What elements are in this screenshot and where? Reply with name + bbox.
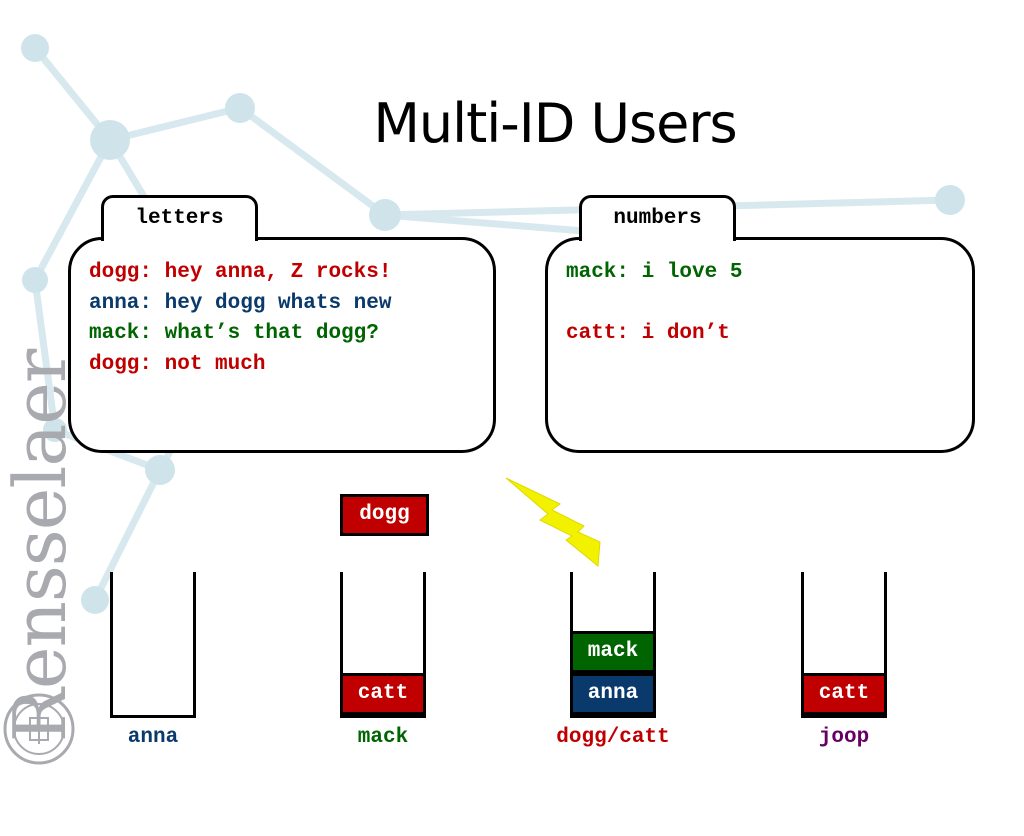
numbers-chat-log: mack: i love 5 catt: i don’t — [566, 258, 742, 350]
stack-block: catt — [340, 673, 426, 715]
stack-block: anna — [570, 673, 656, 715]
slide-title: Multi-ID Users — [373, 92, 737, 155]
numbers-chat-line — [566, 289, 742, 320]
stack-cup-anna — [110, 572, 196, 718]
letters-chat-log: dogg: hey anna, Z rocks! anna: hey dogg w… — [89, 258, 391, 380]
stack-caption-joop: joop — [818, 726, 870, 749]
stack-cup-joop — [801, 572, 887, 718]
letters-chat-line: dogg: hey anna, Z rocks! — [89, 261, 392, 284]
lightning-bolt-icon — [505, 477, 601, 567]
stack-caption-anna: anna — [127, 726, 179, 749]
institute-seal-icon — [3, 693, 75, 765]
numbers-chat-line: catt: i don’t — [566, 322, 730, 345]
letters-chat-line: anna: hey dogg whats new — [89, 291, 392, 315]
stack-cup-mack — [340, 572, 426, 718]
stack-block: mack — [570, 631, 656, 673]
letters-chat-line: mack: what’s that dogg? — [89, 322, 379, 345]
numbers-chat-line: mack: i love 5 — [566, 261, 743, 284]
stack-caption-dogg-catt: dogg/catt — [556, 726, 670, 749]
stack-block: catt — [801, 673, 887, 715]
letters-chat-line: dogg: not much — [89, 352, 266, 376]
stack-caption-mack: mack — [357, 726, 409, 749]
tab-letters: letters — [101, 195, 258, 241]
letters-chat-panel: dogg: hey anna, Z rocks! anna: hey dogg w… — [68, 237, 496, 453]
floating-block-dogg: dogg — [340, 494, 429, 536]
numbers-chat-panel: mack: i love 5 catt: i don’t — [545, 237, 975, 453]
tab-numbers: numbers — [579, 195, 736, 241]
